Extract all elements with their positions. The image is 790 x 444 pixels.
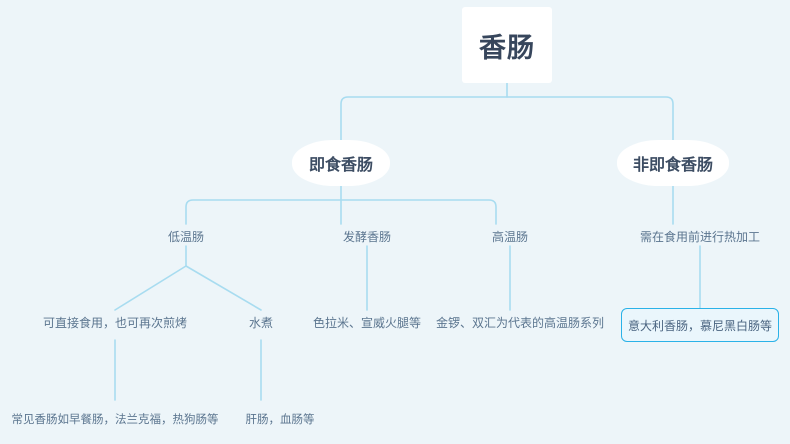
node-subcategory-high-temp[interactable]: 高温肠 <box>470 225 550 247</box>
node-detail-boiled[interactable]: 水煮 <box>231 311 291 333</box>
node-subcategory-fermented[interactable]: 发酵香肠 <box>322 225 412 247</box>
node-detail-label: 色拉米、宣威火腿等 <box>312 315 421 330</box>
node-category-not-ready-to-eat[interactable]: 非即食香肠 <box>617 140 729 186</box>
node-detail-label: 意大利香肠，慕尼黑白肠等 <box>627 318 772 333</box>
node-detail-label: 可直接食用，也可再次煎烤 <box>42 315 187 330</box>
node-category-label: 非即食香肠 <box>632 157 713 174</box>
node-category-ready-to-eat[interactable]: 即食香肠 <box>292 140 390 186</box>
connector-sub1-right-diag <box>185 265 262 311</box>
node-root-label: 香肠 <box>479 32 535 63</box>
node-example-label: 常见香肠如早餐肠，法兰克福，热狗肠等 <box>11 414 219 426</box>
node-subcategory-label: 需在食用前进行热加工 <box>639 229 760 244</box>
node-subcategory-heat-before-eating[interactable]: 需在食用前进行热加工 <box>620 225 780 247</box>
node-example-liver-blood-sausage[interactable]: 肝肠，血肠等 <box>228 408 332 430</box>
node-example-common-sausages[interactable]: 常见香肠如早餐肠，法兰克福，热狗肠等 <box>8 408 222 430</box>
node-detail-label: 金锣、双汇为代表的高温肠系列 <box>435 315 604 330</box>
node-subcategory-label: 低温肠 <box>167 229 204 244</box>
node-detail-salami-xuanwei-ham[interactable]: 色拉米、宣威火腿等 <box>302 311 432 333</box>
node-example-label: 肝肠，血肠等 <box>245 414 315 426</box>
node-subcategory-label: 发酵香肠 <box>342 229 391 244</box>
node-subcategory-label: 高温肠 <box>491 229 528 244</box>
node-detail-jinluo-shuanghui-series[interactable]: 金锣、双汇为代表的高温肠系列 <box>430 311 610 333</box>
node-root[interactable]: 香肠 <box>462 7 552 83</box>
node-detail-label: 水煮 <box>248 315 273 330</box>
node-detail-eat-directly-or-pan-fry[interactable]: 可直接食用，也可再次煎烤 <box>26 311 204 333</box>
connector-root-bus <box>340 96 674 141</box>
node-detail-italian-munich-sausage[interactable]: 意大利香肠，慕尼黑白肠等 <box>621 308 779 342</box>
node-category-label: 即食香肠 <box>308 157 373 174</box>
connector-sub1-left-diag <box>114 265 187 311</box>
node-subcategory-low-temp[interactable]: 低温肠 <box>146 225 226 247</box>
